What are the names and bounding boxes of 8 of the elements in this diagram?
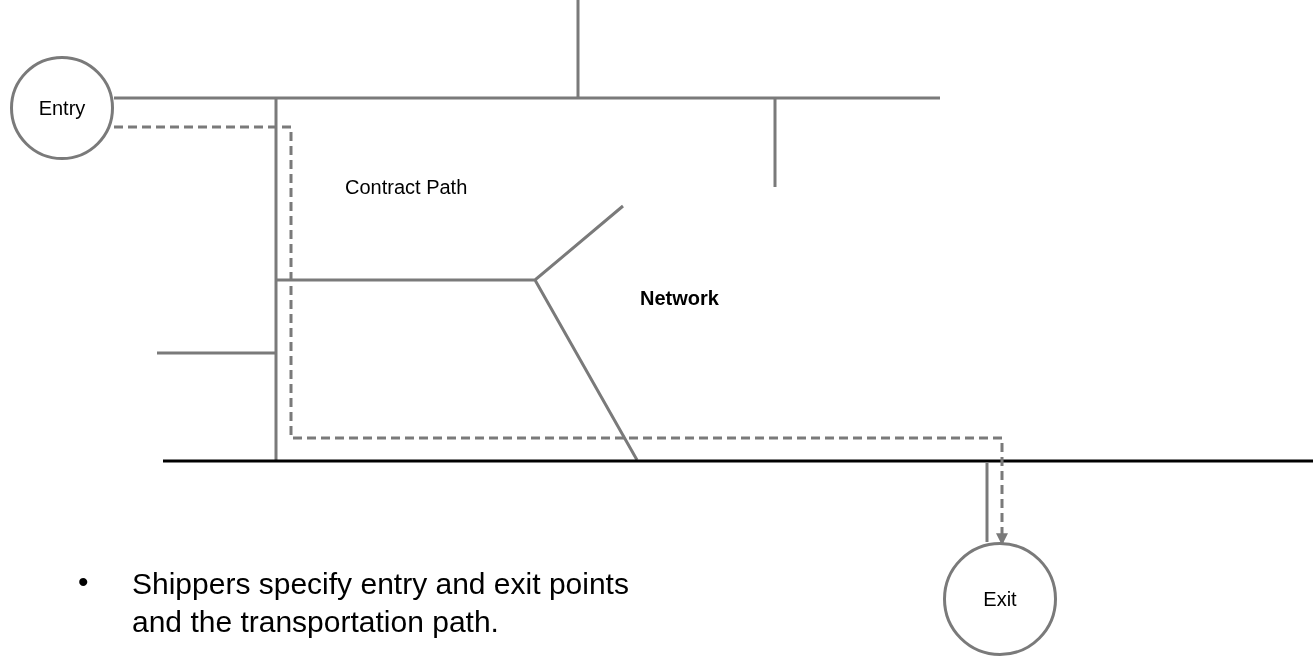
exit-circle: Exit bbox=[943, 542, 1057, 656]
path-label: Contract Path bbox=[345, 176, 468, 199]
network-label: Network bbox=[640, 287, 719, 310]
pipe-line bbox=[985, 463, 989, 542]
entry-circle: Entry bbox=[10, 56, 114, 160]
pipe-line bbox=[114, 96, 276, 100]
bullet-text: Shippers specify entry and exit points and the transportation path. bbox=[132, 566, 630, 640]
bullet-mark: • bbox=[78, 565, 89, 599]
